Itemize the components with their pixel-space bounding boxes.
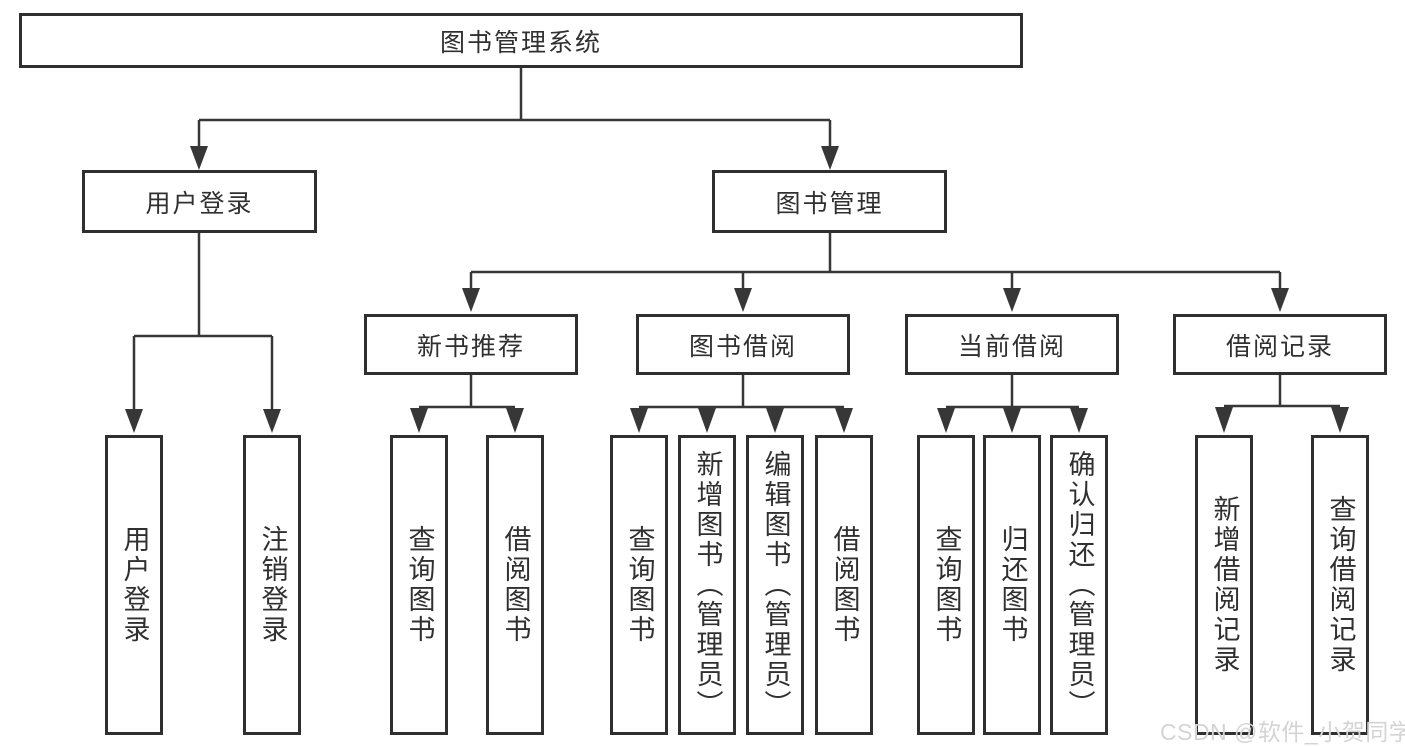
leaf-edit-book-admin: 编辑图书（管理员） — [746, 435, 804, 735]
node-new-book-recommendation: 新书推荐 — [364, 314, 578, 375]
node-current-borrowing: 当前借阅 — [905, 314, 1119, 375]
leaf-query-books-current-label: 查询图书 — [931, 525, 962, 645]
csdn-watermark: CSDN @软件_小贺同学 — [1160, 719, 1405, 745]
node-book-borrowing-label: 图书借阅 — [688, 332, 797, 361]
node-library-system: 图书管理系统 — [19, 13, 1023, 68]
node-library-system-label: 图书管理系统 — [439, 28, 602, 57]
node-book-borrowing: 图书借阅 — [636, 314, 850, 375]
leaf-logout: 注销登录 — [243, 435, 301, 735]
leaf-add-borrow-record: 新增借阅记录 — [1195, 435, 1253, 735]
leaf-user-login-label: 用户登录 — [119, 525, 150, 645]
leaf-add-book-admin: 新增图书（管理员） — [678, 435, 736, 735]
leaf-add-book-admin-label: 新增图书（管理员） — [692, 450, 723, 720]
leaf-query-books-current: 查询图书 — [917, 435, 975, 735]
leaf-query-books-borrow-label: 查询图书 — [624, 525, 655, 645]
node-book-management-label: 图书管理 — [775, 189, 884, 218]
leaf-add-borrow-record-label: 新增借阅记录 — [1209, 495, 1240, 675]
leaf-query-borrow-record: 查询借阅记录 — [1311, 435, 1369, 735]
leaf-edit-book-admin-label: 编辑图书（管理员） — [760, 450, 791, 720]
leaf-confirm-return-admin: 确认归还（管理员） — [1050, 435, 1108, 735]
leaf-borrow-books-recommend-label: 借阅图书 — [500, 525, 531, 645]
leaf-logout-label: 注销登录 — [257, 525, 288, 645]
node-borrowing-records: 借阅记录 — [1173, 314, 1387, 375]
leaf-borrow-books-borrow: 借阅图书 — [815, 435, 873, 735]
leaf-query-books-borrow: 查询图书 — [610, 435, 668, 735]
node-user-login: 用户登录 — [82, 170, 317, 233]
leaf-return-books: 归还图书 — [983, 435, 1041, 735]
leaf-return-books-label: 归还图书 — [997, 525, 1028, 645]
arrowheads — [125, 146, 1349, 433]
leaf-user-login: 用户登录 — [105, 435, 163, 735]
tree-edges — [132, 66, 1340, 411]
node-new-book-recommendation-label: 新书推荐 — [416, 332, 525, 361]
leaf-borrow-books-borrow-label: 借阅图书 — [829, 525, 860, 645]
node-book-management: 图书管理 — [712, 170, 947, 233]
node-user-login-label: 用户登录 — [145, 189, 254, 218]
leaf-confirm-return-admin-label: 确认归还（管理员） — [1064, 450, 1095, 720]
leaf-query-books-recommend-label: 查询图书 — [404, 525, 435, 645]
node-current-borrowing-label: 当前借阅 — [957, 332, 1066, 361]
leaf-query-books-recommend: 查询图书 — [390, 435, 448, 735]
node-borrowing-records-label: 借阅记录 — [1225, 332, 1334, 361]
leaf-borrow-books-recommend: 借阅图书 — [486, 435, 544, 735]
leaf-query-borrow-record-label: 查询借阅记录 — [1325, 495, 1356, 675]
